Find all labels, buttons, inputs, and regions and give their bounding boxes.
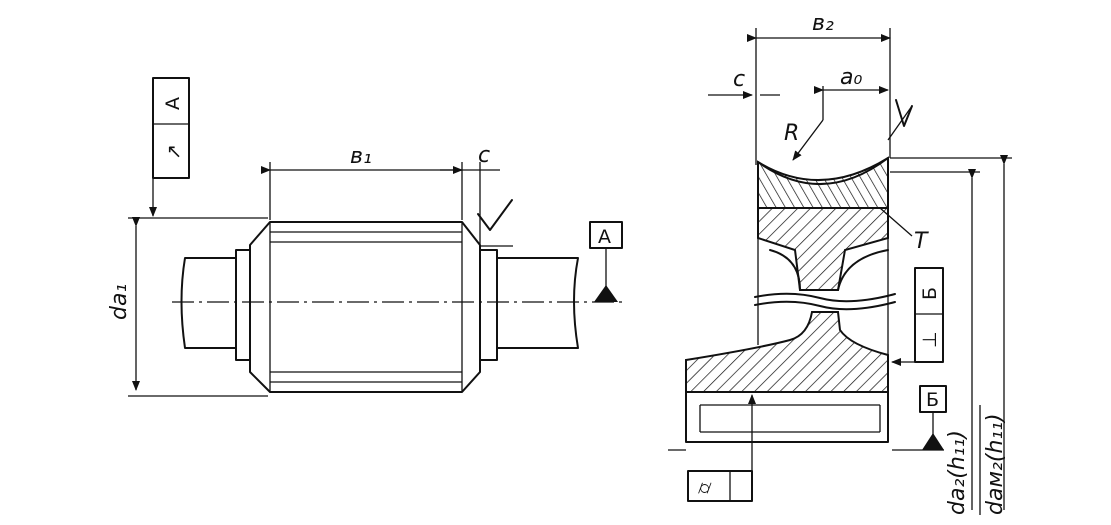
b2-label: в₂ — [812, 11, 834, 36]
perp-symbol: ⊥ — [919, 331, 941, 348]
finish-mark-right — [895, 99, 913, 127]
t-label: Т — [914, 229, 929, 254]
left-shaft — [180, 257, 237, 349]
perp-frame — [914, 267, 944, 363]
da2-label: da₂(h₁₁) — [945, 430, 970, 515]
perp-datum: Б — [919, 287, 941, 300]
da1-label: da₁ — [107, 284, 132, 320]
chamfer-label-left: с — [478, 143, 490, 168]
runout-datum-a: А — [162, 97, 184, 110]
radius-label: R — [784, 121, 799, 146]
datum-b-triangle — [922, 433, 944, 450]
dam2-label: daм₂(h₁₁) — [983, 413, 1008, 515]
right-shaft — [496, 257, 579, 349]
datum-a-label: А — [598, 226, 611, 248]
wheel-bore — [685, 391, 889, 443]
chamfer-label-right: с — [733, 67, 745, 92]
datum-b-label: Б — [926, 389, 939, 411]
cyl-symbol: ⌭ — [698, 477, 712, 499]
a0-label: а₀ — [840, 65, 862, 90]
runout-frame — [152, 77, 190, 179]
left-shoulder — [235, 249, 251, 361]
runout-symbol: ↗ — [163, 144, 185, 160]
b1-label: в₁ — [350, 144, 372, 169]
wheel-view: в₂ с а₀ R Т Б ⊥ Б ⌭ — [668, 11, 1012, 515]
break-line — [754, 292, 896, 303]
worm-view: da₁ в₁ с А ↗ А — [107, 77, 625, 397]
wheel-web — [685, 311, 889, 393]
finish-mark-left — [477, 199, 513, 231]
datum-a-triangle — [594, 285, 618, 302]
worm-body — [249, 221, 481, 393]
right-shoulder — [479, 249, 498, 361]
wheel-rim-body — [757, 207, 889, 291]
